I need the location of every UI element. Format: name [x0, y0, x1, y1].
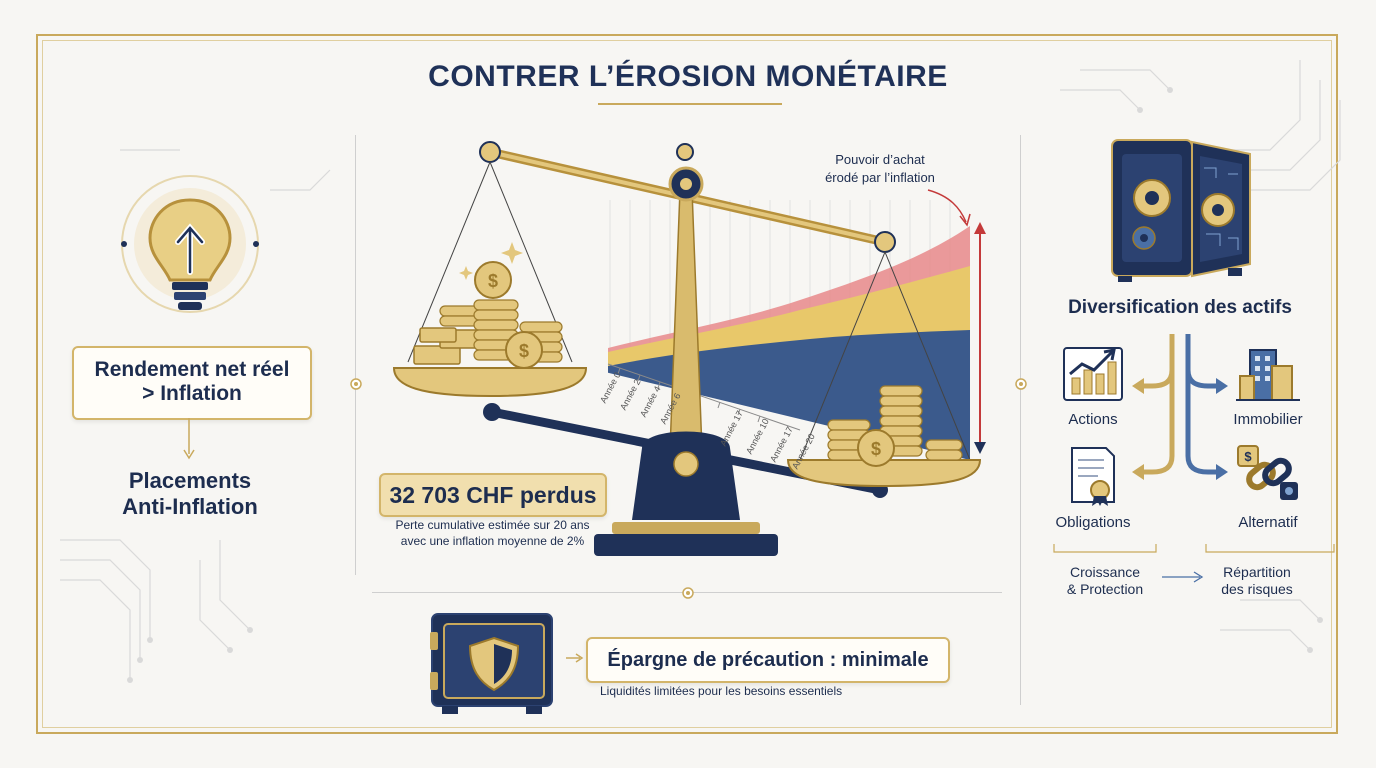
repartition-line1: Répartition — [1223, 564, 1291, 580]
arrow-right-icon — [1162, 571, 1204, 583]
rendement-line2: > Inflation — [142, 382, 242, 405]
balance-scale-illustration: $ $ $ — [392, 141, 986, 570]
diversification-title: Diversification des actifs — [1068, 297, 1292, 318]
divider-node-left — [350, 378, 362, 390]
croissance-line1: Croissance — [1069, 564, 1141, 580]
chart-annotation-line1: Pouvoir d’achat — [835, 152, 925, 167]
title-underline — [598, 103, 782, 105]
rendement-line1: Rendement net réel — [94, 358, 290, 381]
placements-line1: Placements — [128, 468, 252, 493]
inner-frame — [42, 40, 1332, 728]
loss-headline-box: 32 703 CHF perdus — [379, 473, 607, 517]
page-title: CONTRER L’ÉROSION MONÉTAIRE — [428, 60, 948, 93]
coin-symbol-top: $ — [488, 271, 498, 291]
repartition-line2: des risques — [1221, 581, 1293, 597]
epargne-desc: Liquidités limitées pour les besoins ess… — [600, 684, 843, 698]
asset-alternatif-label: Alternatif — [1238, 514, 1298, 531]
rendement-box: Rendement net réel > Inflation — [72, 346, 312, 420]
bond-certificate-icon — [1071, 447, 1115, 506]
asset-obligations-label: Obligations — [1055, 514, 1131, 531]
diversification-flow-arrows — [1132, 334, 1228, 480]
chart-annotation-line2: érodé par l’inflation — [825, 170, 935, 185]
chain-link-icon: $ — [1237, 445, 1298, 500]
pointer-arrow-icon — [566, 653, 584, 663]
asset-immobilier-label: Immobilier — [1233, 411, 1303, 428]
alt-currency-symbol: $ — [1244, 449, 1252, 464]
lightbulb-icon — [121, 175, 259, 313]
epargne-box: Épargne de précaution : minimale — [586, 637, 950, 683]
coin-symbol-right: $ — [871, 439, 881, 459]
divider-node-bottom — [682, 587, 694, 599]
arrow-down-icon — [183, 418, 195, 460]
epargne-title: Épargne de précaution : minimale — [607, 649, 929, 671]
building-icon — [1236, 349, 1300, 401]
divider-node-right — [1015, 378, 1027, 390]
loss-desc-line2: avec une inflation moyenne de 2% — [400, 534, 585, 548]
croissance-line2: & Protection — [1066, 581, 1144, 597]
stock-chart-icon — [1063, 347, 1123, 401]
vault-gears-icon — [1111, 139, 1251, 282]
asset-actions-label: Actions — [1068, 411, 1118, 428]
loss-headline: 32 703 CHF perdus — [389, 482, 597, 508]
placements-line2: Anti-Inflation — [122, 494, 258, 519]
right-divider — [1020, 135, 1021, 705]
outer-frame — [36, 34, 1338, 734]
grouping-brackets — [1053, 544, 1335, 553]
left-divider — [355, 135, 356, 575]
loss-desc-line1: Perte cumulative estimée sur 20 ans — [395, 518, 590, 532]
safe-shield-icon — [430, 613, 553, 714]
coin-symbol-left: $ — [519, 341, 529, 361]
